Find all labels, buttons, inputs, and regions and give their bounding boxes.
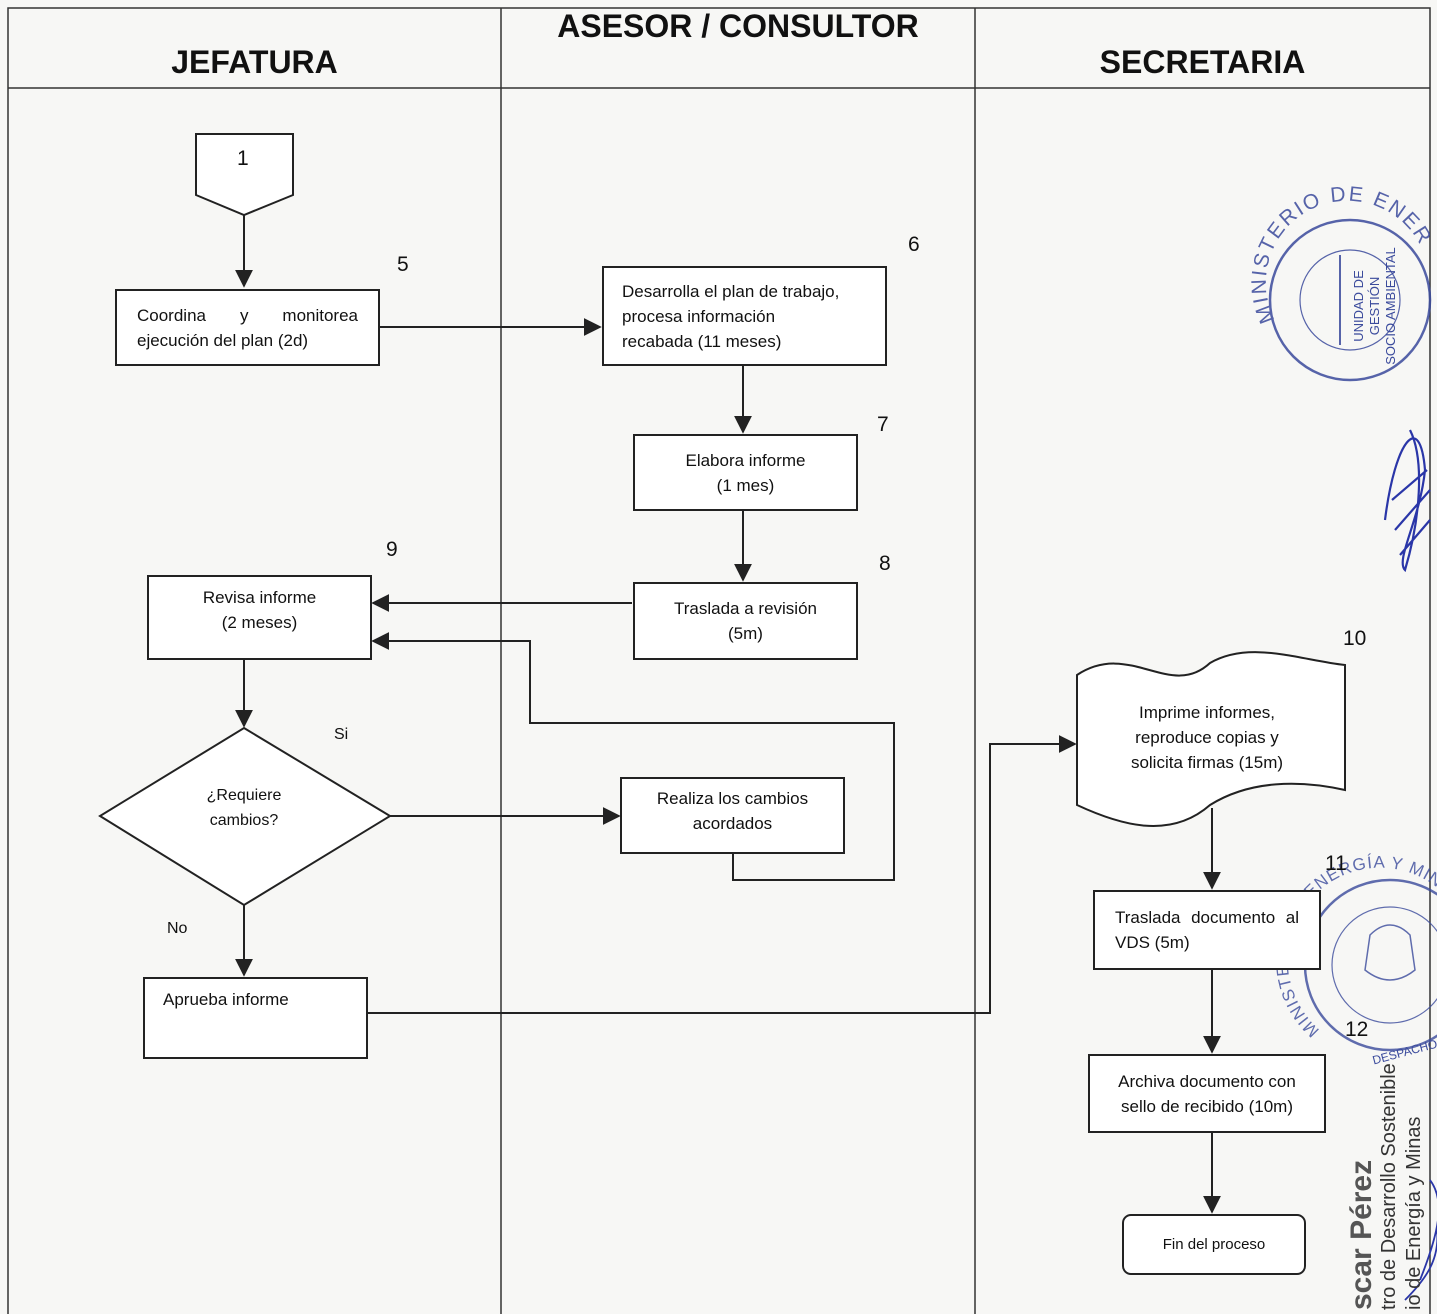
step-number-11: 11 [1325, 852, 1347, 875]
step-archiva: Archiva documento con sello de recibido … [1088, 1054, 1326, 1133]
offpage-connector-label: 1 [237, 147, 249, 170]
step-number-12: 12 [1345, 1018, 1369, 1041]
document-shape [1076, 651, 1346, 827]
branch-label-no: No [167, 920, 188, 937]
lane-title-jefatura: JEFATURA [171, 44, 338, 80]
step-aprueba: Aprueba informe [143, 977, 368, 1059]
signature-name: scar Pérez [1345, 1159, 1378, 1310]
step-number-10: 10 [1343, 627, 1367, 650]
step-fin: Fin del proceso [1122, 1214, 1306, 1275]
step-number-8: 8 [879, 552, 891, 575]
flow-arrows [235, 215, 1221, 1214]
step-realiza: Realiza los cambios acordados [620, 777, 845, 854]
signature-line-2: io de Energía y Minas [1403, 1116, 1425, 1310]
step-traslada-revision: Traslada a revisión (5m) [633, 582, 858, 660]
step-coordina: Coordina y monitorea ejecución del plan … [115, 289, 380, 366]
arrow-realiza-loop-to-revisa [371, 632, 895, 881]
step-traslada-vds: Traslada documento al VDS (5m) [1093, 890, 1321, 970]
step-number-7: 7 [877, 413, 889, 436]
swimlane-grid [7, 7, 1431, 1314]
step-number-9: 9 [386, 538, 398, 561]
lane-title-asesor: ASESOR / CONSULTOR [557, 8, 919, 44]
handwritten-signature-top [1383, 429, 1431, 573]
lane-title-secretaria: SECRETARIA [1099, 44, 1306, 80]
step-imprime: Imprime informes, reproduce copias y sol… [1130, 703, 1284, 772]
stamp-top-inner-text: UNIDAD DE GESTIÓN SOCIO AMBIENTAL [1351, 247, 1398, 365]
arrow-aprueba-to-imprime [368, 735, 1077, 1014]
decision-label: ¿Requiere cambios? [206, 787, 282, 829]
branch-label-yes: Si [334, 726, 349, 743]
offpage-connector-shape [195, 133, 294, 217]
step-number-6: 6 [908, 233, 920, 256]
signature-line-1: tro de Desarrollo Sostenible [1378, 1063, 1400, 1310]
step-number-5: 5 [397, 253, 409, 276]
step-revisa: Revisa informe (2 meses) [147, 575, 372, 660]
step-desarrolla: Desarrolla el plan de trabajo, procesa i… [602, 266, 887, 366]
step-elabora: Elabora informe (1 mes) [633, 434, 858, 511]
handwritten-signature-bottom [1404, 1179, 1437, 1301]
